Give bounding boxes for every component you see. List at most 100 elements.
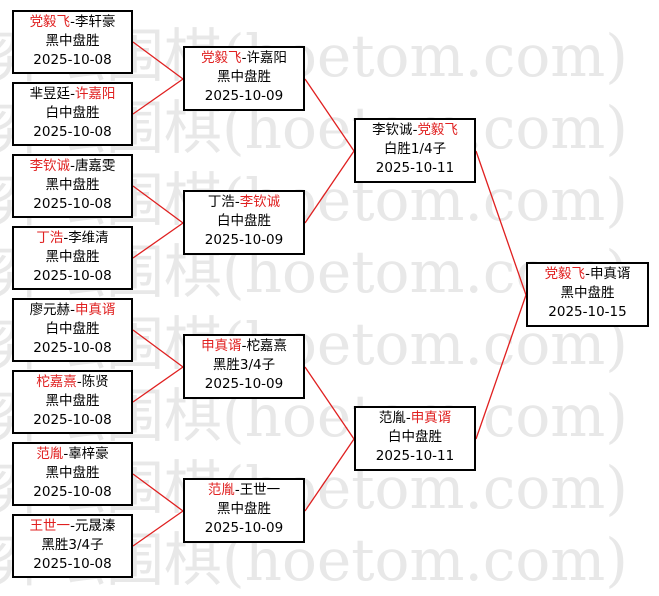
player-1: 党毅飞 <box>544 266 586 282</box>
match-box-r1-8[interactable]: 王世一-元晟溱 黑胜3/4子 2025-10-08 <box>12 514 133 578</box>
match-date: 2025-10-15 <box>548 304 627 320</box>
player-2: 李钦诚 <box>239 194 281 210</box>
match-date: 2025-10-08 <box>33 556 112 572</box>
player-1: 芈昱廷 <box>29 86 71 102</box>
match-box-r1-1[interactable]: 党毅飞-李轩豪 黑中盘胜 2025-10-08 <box>12 10 133 74</box>
match-date: 2025-10-09 <box>204 520 284 536</box>
bracket-connector <box>475 294 527 440</box>
bracket-connector <box>132 222 184 259</box>
match-box-r3-2[interactable]: 范胤-申真谞 白中盘胜 2025-10-11 <box>354 406 476 471</box>
match-date: 2025-10-08 <box>33 268 112 284</box>
match-box-r1-7[interactable]: 范胤-辜梓豪 黑中盘胜 2025-10-08 <box>12 442 133 506</box>
bracket-connector <box>132 366 184 403</box>
match-date: 2025-10-11 <box>375 448 455 464</box>
match-result: 黑胜3/4子 <box>41 537 104 553</box>
match-players: 丁浩-李钦诚 <box>207 194 281 210</box>
match-players: 范胤-辜梓豪 <box>36 446 109 462</box>
match-result: 黑中盘胜 <box>45 33 100 49</box>
player-2: 李轩豪 <box>74 14 116 30</box>
player-1: 申真谞 <box>201 338 242 354</box>
match-date: 2025-10-09 <box>204 376 284 392</box>
match-result: 黑中盘胜 <box>45 249 100 265</box>
bracket-connector <box>132 329 184 368</box>
bracket-connector <box>304 150 355 224</box>
match-date: 2025-10-11 <box>375 160 455 176</box>
match-players: 范胤-申真谞 <box>378 410 452 426</box>
match-players: 王世一-元晟溱 <box>29 518 116 534</box>
player-1: 李钦诚 <box>372 122 413 138</box>
player-2: 申真谞 <box>74 302 116 318</box>
bracket-connector <box>304 78 355 152</box>
player-2: 柁嘉熹 <box>246 338 287 354</box>
match-box-r1-2[interactable]: 芈昱廷-许嘉阳 白中盘胜 2025-10-08 <box>12 82 133 146</box>
player-2: 王世一 <box>239 482 281 498</box>
player-2: 许嘉阳 <box>74 86 116 102</box>
match-players: 廖元赫-申真谞 <box>29 302 116 318</box>
match-players: 李钦诚-党毅飞 <box>372 122 458 138</box>
match-box-r3-1[interactable]: 李钦诚-党毅飞 白胜1/4子 2025-10-11 <box>354 118 476 183</box>
match-date: 2025-10-08 <box>33 196 112 212</box>
match-date: 2025-10-08 <box>33 52 112 68</box>
match-box-r2-3[interactable]: 申真谞-柁嘉熹 黑胜3/4子 2025-10-09 <box>183 334 305 399</box>
match-box-final[interactable]: 党毅飞-申真谞 黑中盘胜 2025-10-15 <box>526 262 649 327</box>
match-date: 2025-10-09 <box>204 88 284 104</box>
match-players: 申真谞-柁嘉熹 <box>201 338 287 354</box>
player-1: 范胤 <box>378 410 406 426</box>
bracket-connector <box>132 473 184 512</box>
player-1: 丁浩 <box>207 194 235 210</box>
player-2: 李维清 <box>68 230 109 246</box>
player-2: 许嘉阳 <box>246 50 287 66</box>
match-box-r2-4[interactable]: 范胤-王世一 黑中盘胜 2025-10-09 <box>183 478 305 543</box>
match-date: 2025-10-09 <box>204 232 284 248</box>
player-2: 元晟溱 <box>74 518 116 534</box>
bracket-connector <box>132 41 184 80</box>
match-date: 2025-10-08 <box>33 412 112 428</box>
match-result: 黑中盘胜 <box>45 393 100 409</box>
player-1: 柁嘉熹 <box>36 374 77 390</box>
match-date: 2025-10-08 <box>33 484 112 500</box>
player-1: 廖元赫 <box>29 302 71 318</box>
player-1: 范胤 <box>207 482 235 498</box>
match-players: 李钦诚-唐嘉雯 <box>29 158 116 174</box>
match-date: 2025-10-08 <box>33 124 112 140</box>
player-2: 辜梓豪 <box>68 446 109 462</box>
match-box-r1-5[interactable]: 廖元赫-申真谞 白中盘胜 2025-10-08 <box>12 298 133 362</box>
match-result: 白中盘胜 <box>45 321 100 337</box>
bracket-connector <box>304 366 355 440</box>
bracket-connector <box>304 438 355 512</box>
match-players: 范胤-王世一 <box>207 482 281 498</box>
match-result: 白胜1/4子 <box>383 141 447 157</box>
match-result: 黑中盘胜 <box>217 69 271 85</box>
match-players: 党毅飞-许嘉阳 <box>201 50 287 66</box>
match-players: 党毅飞-申真谞 <box>544 266 631 282</box>
match-result: 黑中盘胜 <box>45 465 100 481</box>
player-1: 丁浩 <box>36 230 64 246</box>
player-2: 申真谞 <box>410 410 452 426</box>
match-players: 柁嘉熹-陈贤 <box>36 374 109 390</box>
bracket-connector <box>132 78 184 115</box>
match-box-r1-4[interactable]: 丁浩-李维清 黑中盘胜 2025-10-08 <box>12 226 133 290</box>
player-2: 唐嘉雯 <box>74 158 116 174</box>
match-players: 芈昱廷-许嘉阳 <box>29 86 116 102</box>
bracket-connector <box>475 150 527 296</box>
match-box-r1-6[interactable]: 柁嘉熹-陈贤 黑中盘胜 2025-10-08 <box>12 370 133 434</box>
match-box-r1-3[interactable]: 李钦诚-唐嘉雯 黑中盘胜 2025-10-08 <box>12 154 133 218</box>
match-result: 白中盘胜 <box>45 105 100 121</box>
match-players: 党毅飞-李轩豪 <box>29 14 116 30</box>
match-result: 白中盘胜 <box>217 213 271 229</box>
player-2: 申真谞 <box>589 266 631 282</box>
match-date: 2025-10-08 <box>33 340 112 356</box>
player-1: 李钦诚 <box>29 158 71 174</box>
match-result: 黑中盘胜 <box>45 177 100 193</box>
player-1: 范胤 <box>36 446 64 462</box>
match-result: 白中盘胜 <box>388 429 442 445</box>
player-1: 王世一 <box>29 518 71 534</box>
player-2: 陈贤 <box>81 374 109 390</box>
bracket-connector <box>132 510 184 547</box>
player-1: 党毅飞 <box>29 14 71 30</box>
player-1: 党毅飞 <box>201 50 242 66</box>
match-box-r2-2[interactable]: 丁浩-李钦诚 白中盘胜 2025-10-09 <box>183 190 305 255</box>
match-box-r2-1[interactable]: 党毅飞-许嘉阳 黑中盘胜 2025-10-09 <box>183 46 305 111</box>
bracket-connector <box>132 185 184 224</box>
